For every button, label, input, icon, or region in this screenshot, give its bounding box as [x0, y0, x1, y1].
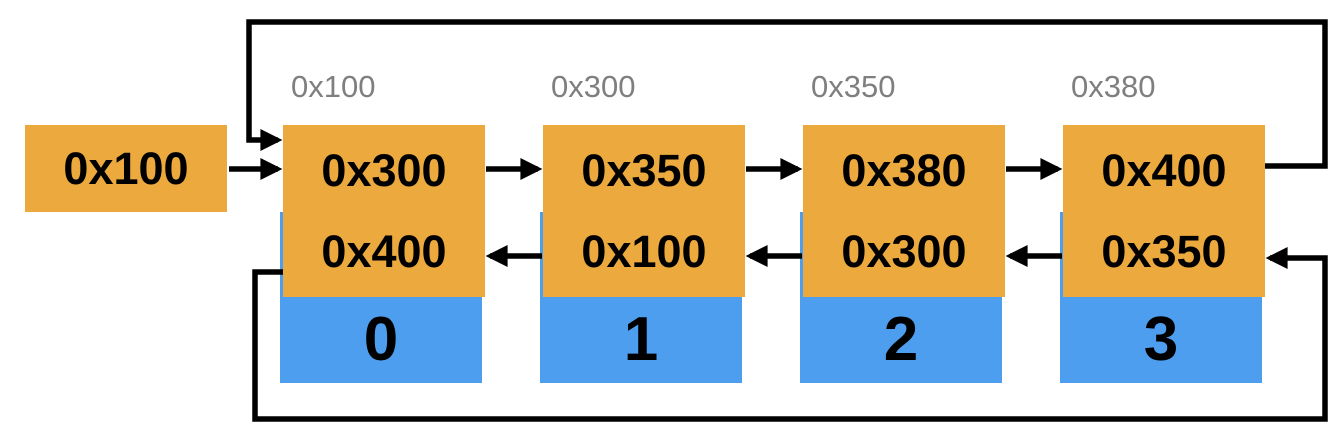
node1-data-value: 1 [623, 305, 659, 374]
node1-next-value: 0x350 [581, 145, 707, 196]
node2-address-label: 0x350 [811, 69, 896, 104]
node2-prev-value: 0x300 [841, 226, 967, 277]
node0-data-value: 0 [363, 305, 399, 374]
node0-address-label: 0x100 [291, 69, 376, 104]
node3-prev-value: 0x350 [1101, 226, 1227, 277]
node0-prev-value: 0x400 [321, 226, 447, 277]
node3-data-value: 3 [1143, 305, 1179, 374]
node3-next-value: 0x400 [1101, 145, 1227, 196]
node2-next-value: 0x380 [841, 145, 967, 196]
node2-data-value: 2 [883, 305, 919, 374]
node0-next-value: 0x300 [321, 145, 447, 196]
node1-address-label: 0x300 [551, 69, 636, 104]
node3-address-label: 0x380 [1071, 69, 1156, 104]
node1-prev-value: 0x100 [581, 226, 707, 277]
node2-pointer-box: 0x380 0x300 [803, 125, 1005, 297]
node1-pointer-box: 0x350 0x100 [543, 125, 745, 297]
node0-pointer-box: 0x300 0x400 [283, 125, 485, 297]
head-pointer-box: 0x100 [25, 125, 227, 212]
node3-pointer-box: 0x400 0x350 [1063, 125, 1265, 297]
